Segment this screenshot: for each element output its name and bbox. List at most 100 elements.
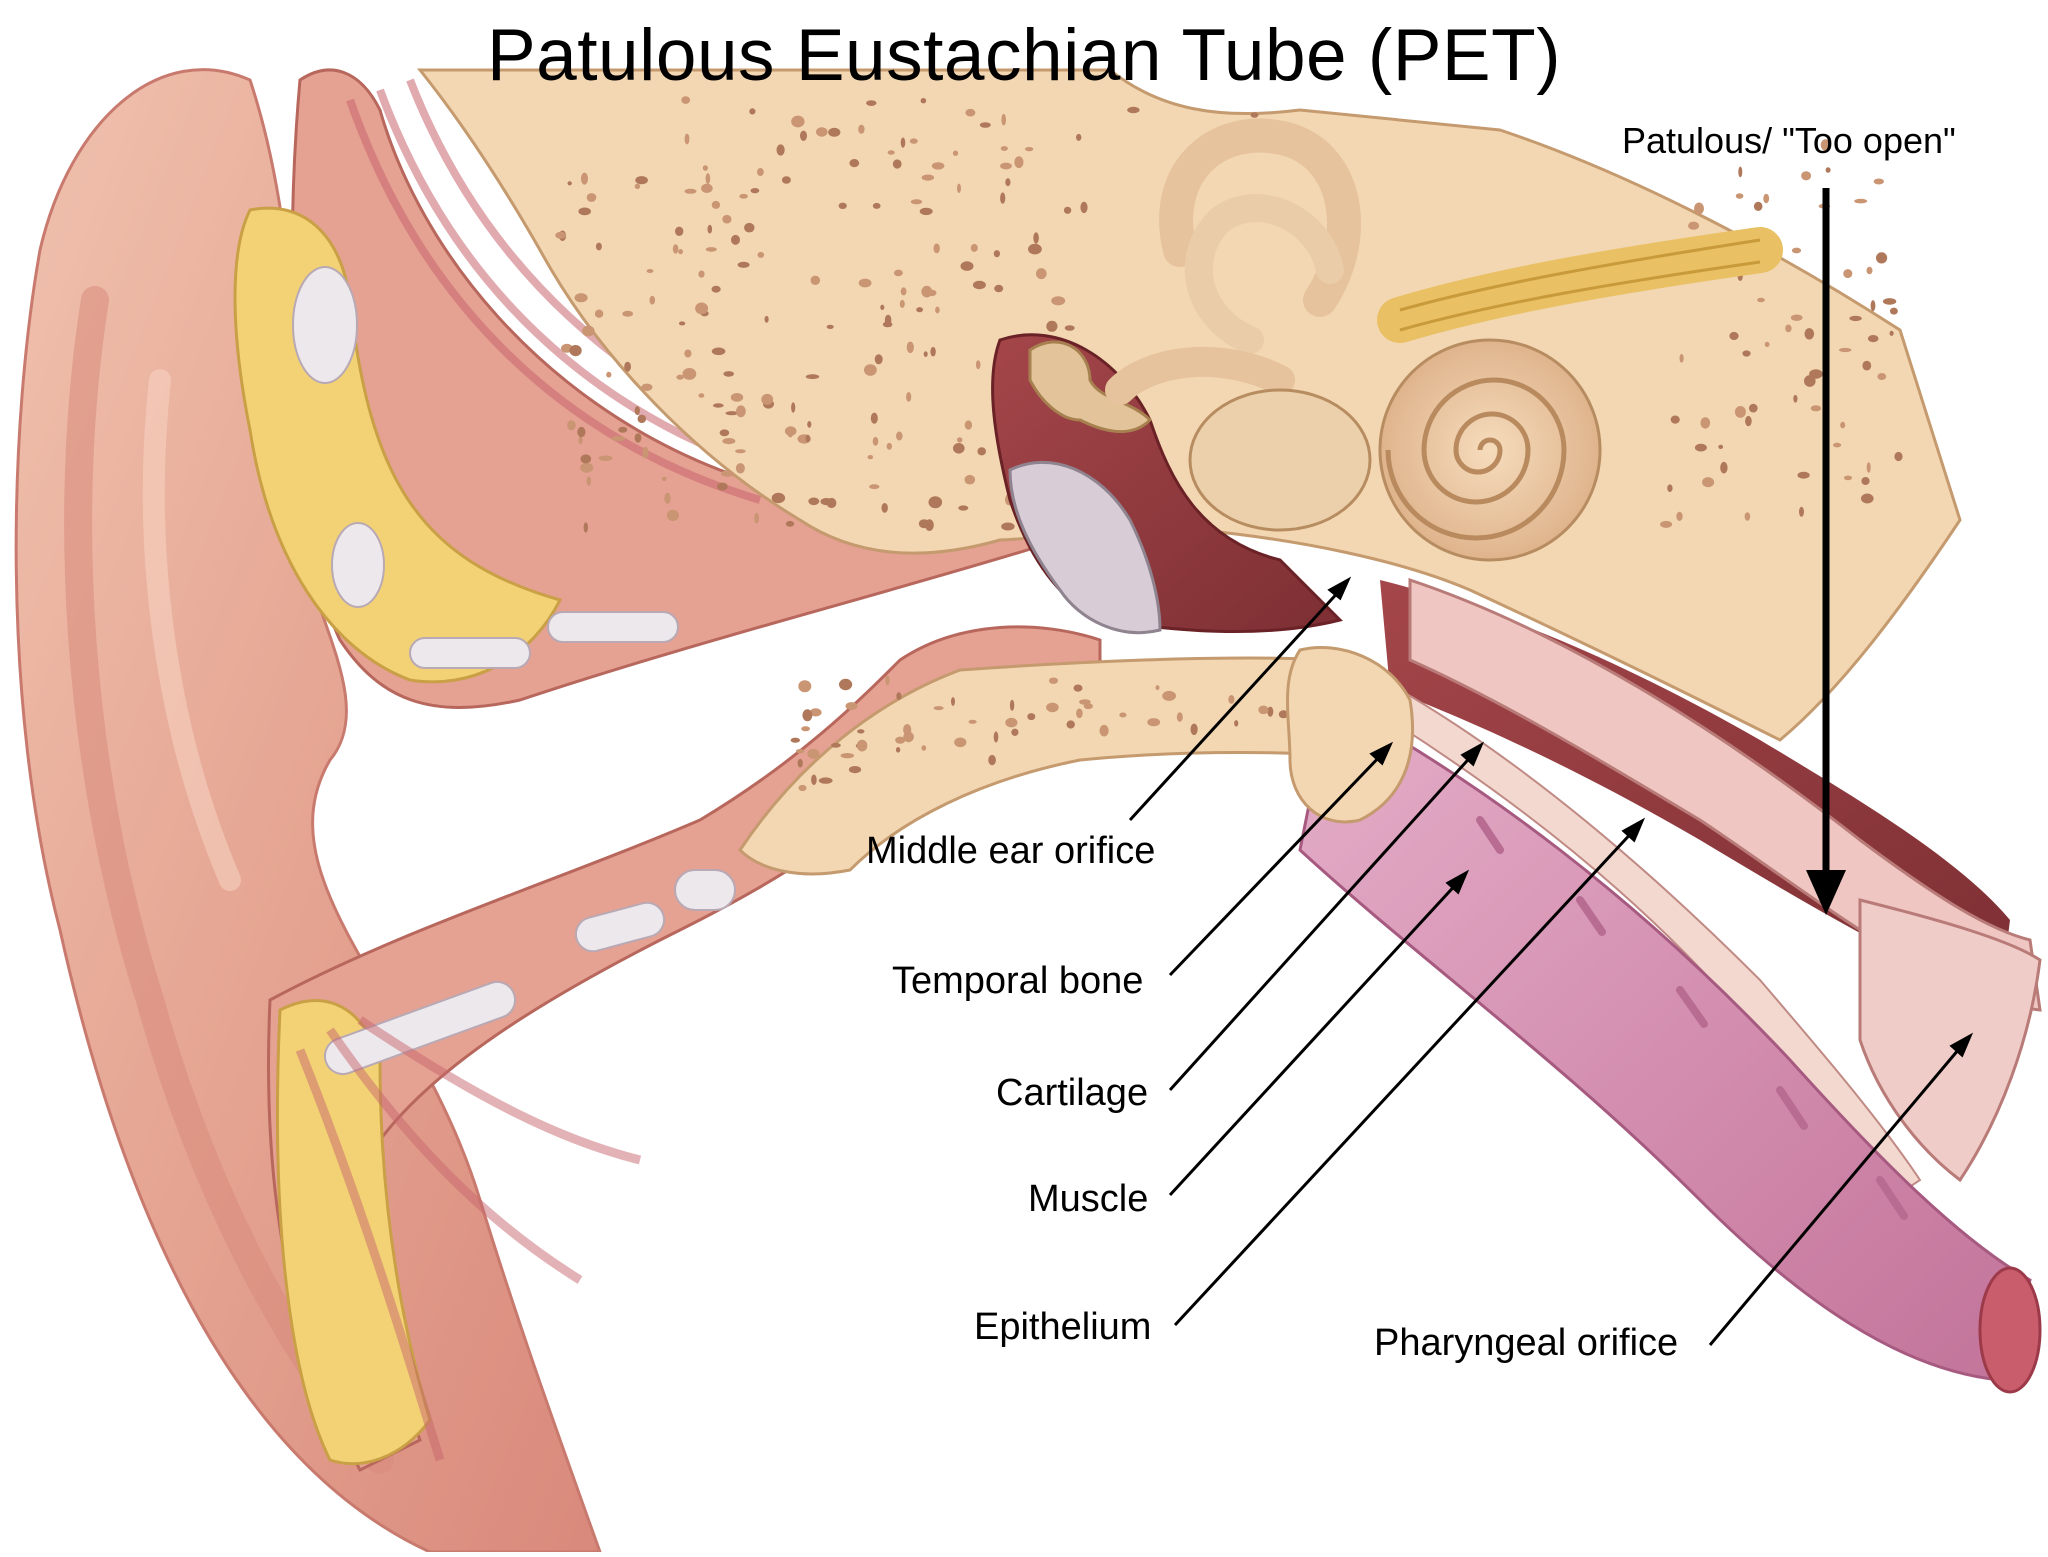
bone-pore <box>977 447 986 455</box>
bone-pore <box>907 342 914 353</box>
bone-pore <box>713 403 724 407</box>
bone-pore <box>1084 703 1093 709</box>
bone-pore <box>738 262 750 268</box>
bone-pore <box>681 96 690 104</box>
bone-pore <box>1156 685 1160 690</box>
bone-pore <box>801 726 810 731</box>
bone-pore <box>1798 472 1810 479</box>
bone-pore <box>971 244 978 252</box>
bone-pore <box>1811 405 1821 411</box>
bone-pore <box>1877 373 1886 380</box>
bone-pore <box>1076 134 1081 141</box>
bone-pore <box>1251 112 1259 117</box>
bone-pore <box>706 247 717 252</box>
bone-pore <box>703 165 708 171</box>
bone-pore <box>871 413 878 424</box>
bone-pore <box>994 285 1003 293</box>
bone-pore <box>965 420 972 429</box>
bone-pore <box>712 348 726 356</box>
bone-pore <box>635 176 648 184</box>
bone-pore <box>1667 484 1672 492</box>
bone-pore <box>1064 207 1071 214</box>
bone-pore <box>662 477 667 482</box>
label-middle-ear-orifice: Middle ear orifice <box>866 830 1155 873</box>
bone-pore <box>869 484 879 489</box>
bone-pore <box>808 498 819 506</box>
bone-pore <box>888 150 895 154</box>
bone-pore <box>857 740 867 752</box>
bone-pore <box>1874 179 1884 185</box>
bone-pore <box>798 680 811 692</box>
bone-pore <box>1074 685 1083 692</box>
bone-pore <box>751 188 760 193</box>
bone-pore <box>800 131 807 141</box>
bone-pore <box>765 316 769 323</box>
bone-pore <box>811 775 817 786</box>
bone-pore <box>1757 298 1765 303</box>
cartilage-island-1 <box>293 267 357 383</box>
bone-pore <box>1162 691 1176 701</box>
bone-pore <box>695 303 708 315</box>
bone-pore <box>1228 695 1234 704</box>
bone-pore <box>849 766 861 773</box>
bone-pore <box>1799 507 1804 517</box>
lower-cartilage-island-3 <box>675 870 735 910</box>
bone-pore <box>882 503 888 513</box>
bone-pore <box>920 208 933 215</box>
bone-pore <box>896 432 903 441</box>
bone-pore <box>894 270 903 277</box>
bone-pore <box>1014 156 1023 168</box>
bone-pore <box>1843 269 1852 278</box>
bone-pore <box>731 235 740 245</box>
bone-pore <box>1791 315 1803 321</box>
bone-pore <box>587 476 591 485</box>
bone-pore <box>846 702 858 710</box>
bone-pore <box>1036 268 1047 279</box>
bone-pore <box>875 354 883 364</box>
bone-pore <box>1745 512 1751 521</box>
bone-pore <box>1745 416 1752 426</box>
bone-pore <box>857 729 864 733</box>
bone-pore <box>712 201 720 209</box>
bone-pore <box>717 483 728 491</box>
bone-pore <box>1028 244 1042 255</box>
bone-pore <box>1862 361 1871 371</box>
bone-pore <box>1119 713 1126 718</box>
cartilage-island-4 <box>548 612 678 642</box>
bone-pore <box>1833 443 1841 448</box>
bone-pore <box>1735 406 1746 418</box>
bone-pore <box>624 362 631 372</box>
bone-pore <box>1867 267 1873 274</box>
bone-pore <box>965 109 975 117</box>
bone-pore <box>934 244 940 254</box>
bone-pore <box>1076 709 1083 719</box>
bone-pore <box>1876 252 1887 263</box>
bone-pore <box>749 108 755 114</box>
bone-pore <box>1804 375 1816 387</box>
bone-pore <box>980 122 991 128</box>
bone-pore <box>880 305 884 310</box>
bone-pore <box>903 724 911 735</box>
bone-pore <box>782 176 791 183</box>
bone-pore <box>1883 298 1896 305</box>
bone-pore <box>578 437 582 445</box>
bone-pore <box>885 315 892 326</box>
bone-pore <box>580 454 591 463</box>
cartilage-island-2 <box>332 523 384 607</box>
bone-pore <box>973 281 986 289</box>
bone-pore <box>611 436 625 441</box>
bone-pore <box>1738 167 1742 178</box>
bone-pore <box>673 244 679 253</box>
bone-pore <box>1676 512 1682 521</box>
bone-pore <box>866 100 876 106</box>
bone-pore <box>901 138 906 148</box>
bone-pore <box>1763 194 1769 203</box>
bone-pore <box>1736 193 1744 199</box>
bone-pore <box>901 287 907 295</box>
bone-pore <box>958 505 968 510</box>
bone-pore <box>953 443 965 454</box>
bone-pore <box>1005 178 1010 186</box>
bone-pore <box>788 433 793 437</box>
bone-pore <box>859 279 872 288</box>
bone-pore <box>849 159 859 167</box>
